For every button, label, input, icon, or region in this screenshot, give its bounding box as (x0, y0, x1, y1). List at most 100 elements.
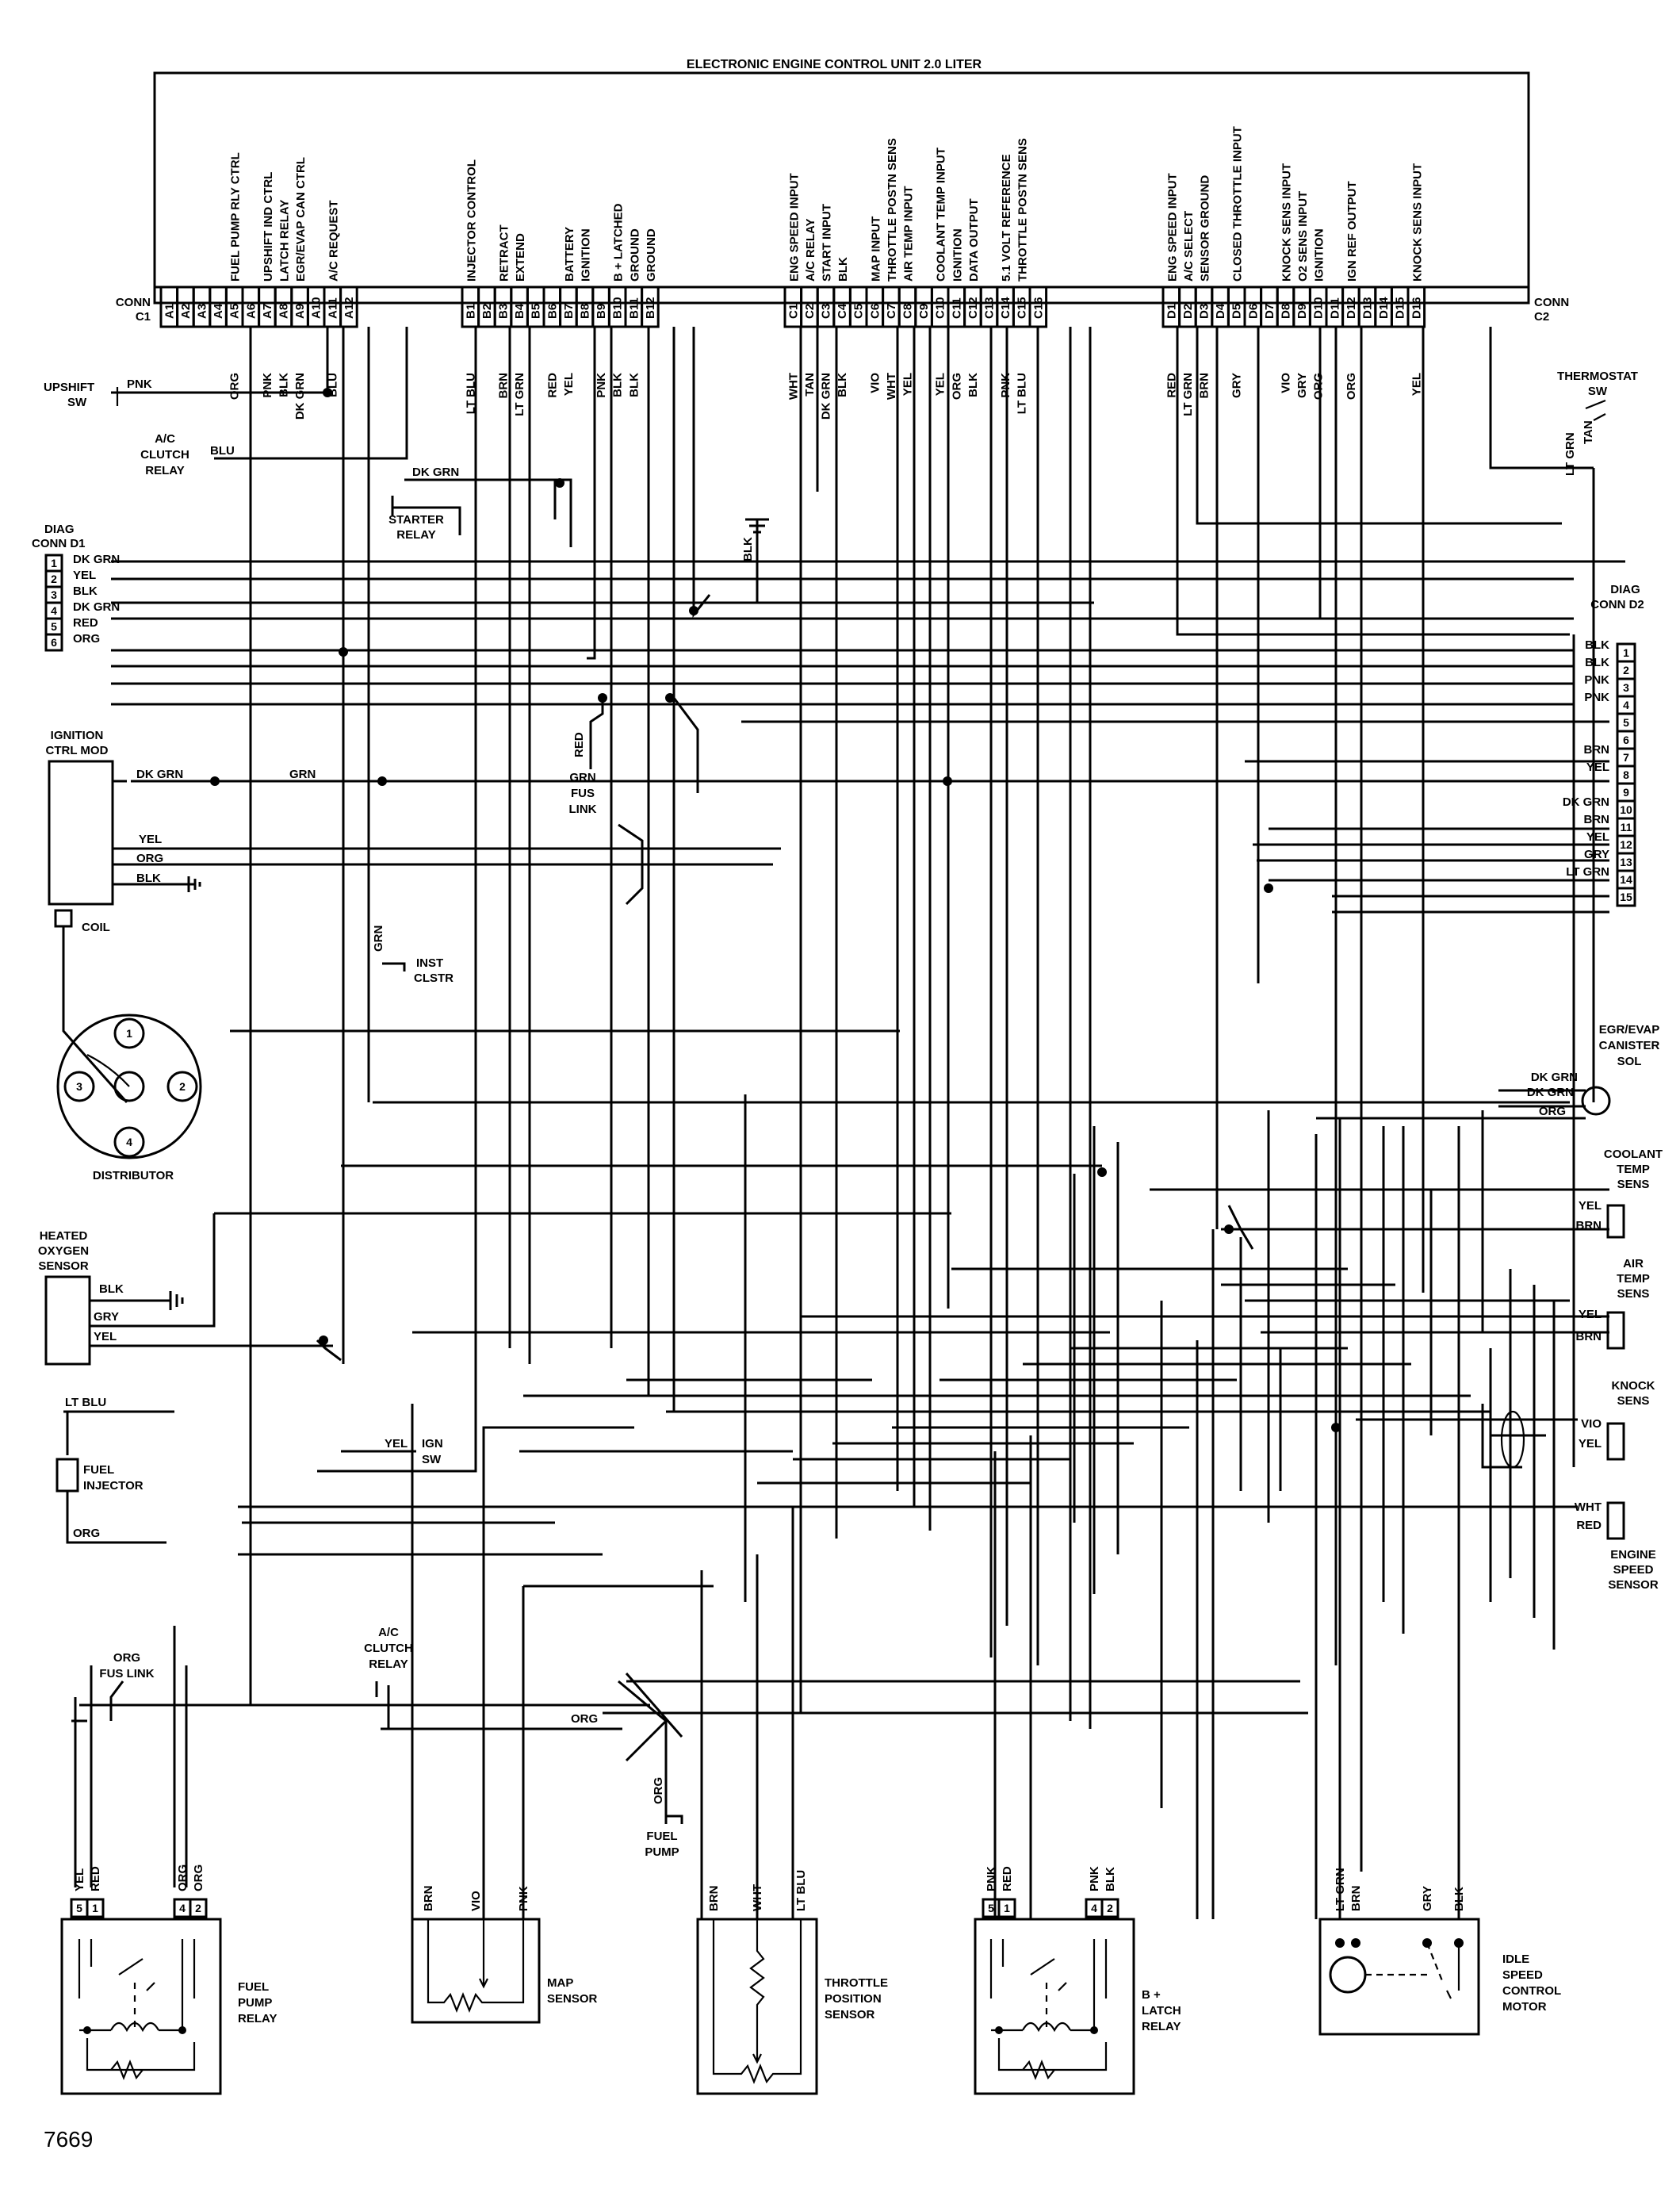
ecu-pin-A1: A1 (159, 285, 179, 328)
distributor: 1 2 3 4 DISTRIBUTOR (56, 1014, 202, 1182)
diag-d2-pin-number: 3 (1623, 681, 1629, 694)
svg-text:ORG: ORG (113, 1651, 140, 1665)
ecu-pin-A10: A10 (306, 285, 326, 328)
svg-text:YEL: YEL (94, 1330, 117, 1343)
diag-d1-pin-number: 1 (51, 557, 57, 569)
svg-text:VIO: VIO (1581, 1417, 1602, 1431)
relay-wire-color: BLK (1104, 1867, 1117, 1891)
svg-text:A/C: A/C (378, 1626, 399, 1639)
svg-text:RED: RED (1576, 1519, 1602, 1532)
svg-text:PUMP: PUMP (645, 1845, 679, 1859)
svg-text:CONN: CONN (1534, 296, 1569, 309)
ecu-pin-id: A1 (163, 304, 176, 319)
ecu-pin-id: D5 (1230, 304, 1244, 319)
ecu-pin-C16: C16 (1028, 285, 1048, 328)
svg-text:RELAY: RELAY (1142, 2020, 1181, 2033)
air-temp-sensor: AIR TEMP SENS YEL BRN (1576, 1257, 1650, 1350)
svg-text:LATCH: LATCH (1142, 2004, 1181, 2018)
svg-text:DK GRN: DK GRN (1527, 1086, 1574, 1099)
svg-text:TEMP: TEMP (1617, 1272, 1650, 1286)
ecu-pin-D11: D11 (1325, 285, 1345, 328)
ecu-pin-wire-color: YEL (934, 373, 947, 396)
ecu-pin-wire-color: BLK (627, 373, 641, 397)
wire-network (71, 327, 1625, 1919)
svg-text:FUEL: FUEL (646, 1830, 677, 1843)
svg-text:SENS: SENS (1617, 1287, 1650, 1301)
relay-pin-number: 5 (76, 1902, 82, 1914)
svg-text:INST: INST (416, 956, 443, 970)
diag-d1-pin-number: 6 (51, 636, 57, 649)
svg-text:DISTRIBUTOR: DISTRIBUTOR (93, 1169, 174, 1182)
svg-text:DIAG: DIAG (1610, 583, 1640, 596)
ecu-pin-function: GROUND (628, 228, 641, 282)
ecu-pin-id: A11 (326, 297, 339, 319)
relay-wire-color: PNK (985, 1866, 998, 1891)
svg-text:FUEL: FUEL (83, 1463, 114, 1477)
svg-text:SENS: SENS (1617, 1178, 1650, 1191)
svg-text:FUS: FUS (571, 787, 595, 800)
ecu-pin-wire-color: PNK (595, 373, 608, 398)
ecu-pin-wire-color: BRN (497, 373, 511, 399)
diag-d2-pin-number: 8 (1623, 768, 1629, 781)
isc-motor-wire-color: BRN (1349, 1886, 1363, 1912)
ecu-pin-wire-color: VIO (868, 373, 882, 393)
relay-pin-number: 4 (179, 1902, 186, 1914)
ecu-pin-function: IGNITION (580, 228, 593, 282)
diag-d2-pin-number: 13 (1620, 856, 1632, 868)
ecu-pin-function: BATTERY (563, 227, 576, 282)
relay-pin-number: 1 (92, 1902, 98, 1914)
ecu-pin-function: INJECTOR CONTROL (465, 159, 478, 282)
ecu-pin-wire-color: LT GRN (513, 373, 526, 416)
ecu-pin-id: B10 (611, 297, 625, 319)
figure-number: 7669 (44, 2127, 93, 2152)
svg-text:UPSHIFT: UPSHIFT (44, 381, 94, 394)
svg-text:AIR: AIR (1623, 1257, 1644, 1270)
diag-d2-pin-number: 10 (1620, 803, 1632, 816)
ecu-pin-D14: D14 (1374, 285, 1393, 328)
coolant-temp-sensor: COOLANT TEMP SENS YEL BRN (1576, 1148, 1663, 1239)
org-fus-link: ORG FUS LINK (99, 1651, 155, 1721)
ecu-title: ELECTRONIC ENGINE CONTROL UNIT 2.0 LITER (687, 58, 982, 71)
ecu-pin-id: B5 (530, 304, 543, 319)
ecu-pin-C13: C13 (979, 285, 999, 328)
ecu-pin-wire-color: YEL (1410, 373, 1423, 396)
tps-wire-color: LT BLU (794, 1870, 808, 1911)
svg-text:ORG: ORG (571, 1712, 598, 1726)
ecu-pin-function: IGN REF OUTPUT (1345, 181, 1359, 282)
svg-text:HEATED: HEATED (40, 1229, 88, 1243)
svg-text:FUEL: FUEL (238, 1980, 269, 1994)
svg-text:RED: RED (572, 732, 586, 757)
diag-d2-wire-color: BLK (1585, 638, 1609, 652)
svg-text:DK GRN: DK GRN (412, 466, 459, 479)
egr-canister-solenoid: EGR/EVAP CANISTER SOL DK GRN DK GRN ORG (1316, 1023, 1660, 1120)
svg-text:EGR/EVAP: EGR/EVAP (1599, 1023, 1659, 1037)
ecu-pin-wire-color: BLK (611, 373, 625, 397)
svg-text:TAN: TAN (1582, 420, 1595, 444)
diag-d2-pin-number: 15 (1620, 891, 1632, 903)
diag-d1-pin-number: 2 (51, 573, 57, 585)
svg-text:STARTER: STARTER (388, 513, 444, 527)
svg-text:RELAY: RELAY (238, 2012, 277, 2025)
svg-text:SENSOR: SENSOR (38, 1259, 89, 1273)
splice-dots (210, 388, 1341, 1432)
svg-text:C2: C2 (1534, 310, 1549, 324)
svg-text:SENS: SENS (1617, 1394, 1650, 1408)
ecu-pin-id: C16 (1031, 297, 1045, 319)
diag-d2-wire-color: PNK (1584, 691, 1609, 704)
ecu-pin-id: C1 (786, 304, 800, 319)
svg-text:SW: SW (422, 1453, 442, 1466)
